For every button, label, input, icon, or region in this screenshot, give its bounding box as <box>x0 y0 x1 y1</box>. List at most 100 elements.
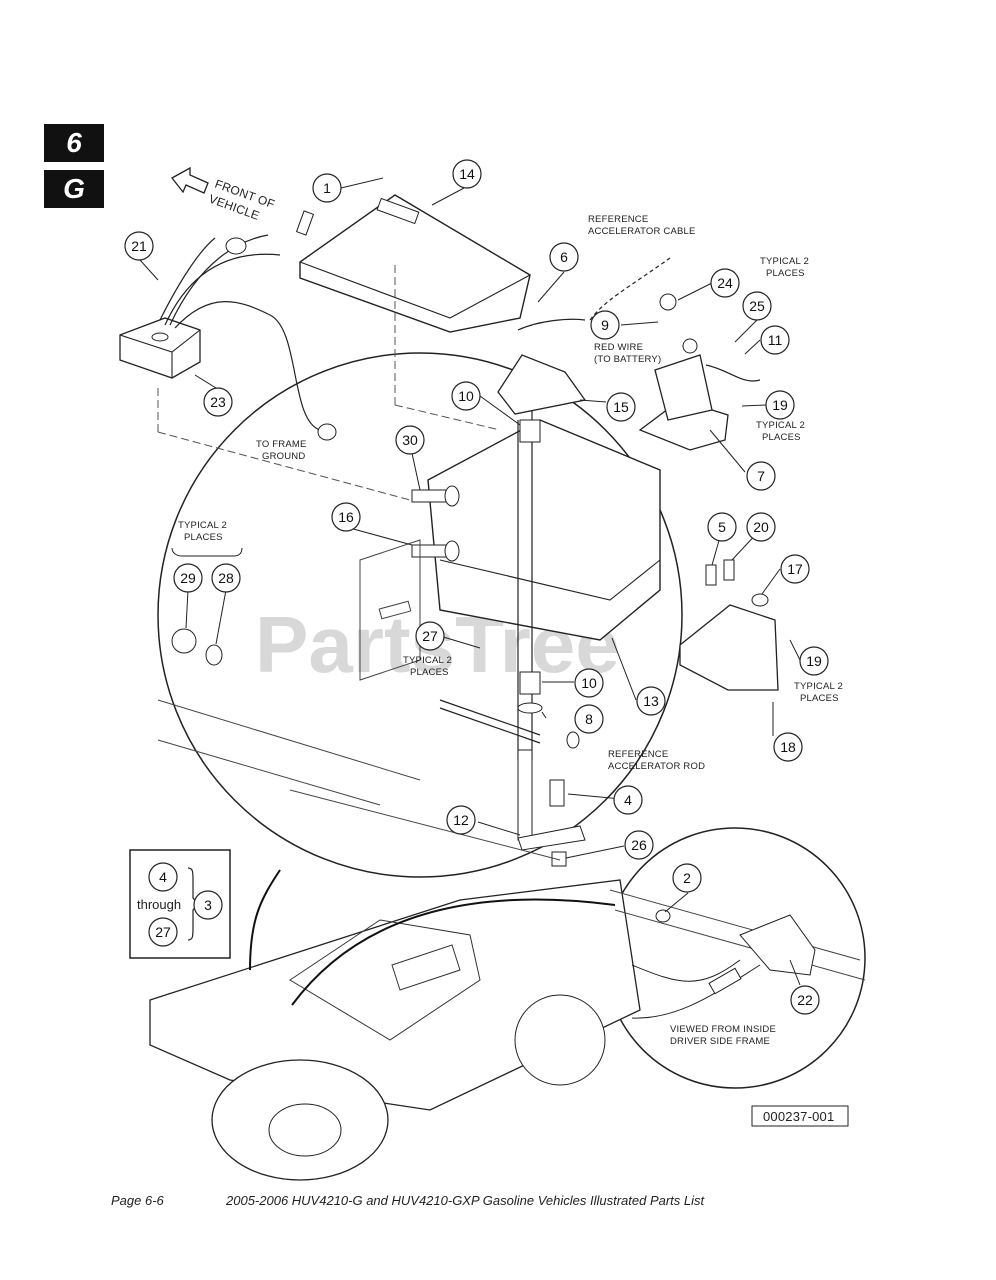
callout-number: 25 <box>749 298 765 314</box>
callout-number: 10 <box>458 388 474 404</box>
frame-ground-1: TO FRAME <box>256 439 307 450</box>
typ-1b: PLACES <box>766 268 805 279</box>
callout-number: 22 <box>797 992 813 1008</box>
callout-circle <box>613 785 643 815</box>
callout-number: 4 <box>624 792 632 808</box>
bracket-13 <box>427 395 661 760</box>
callout-number: 24 <box>717 275 733 291</box>
bushing-29 <box>171 628 197 654</box>
callout-circle <box>173 563 203 593</box>
callout-circle <box>710 268 740 298</box>
callout-circle <box>760 325 790 355</box>
callout-number: 17 <box>787 561 803 577</box>
callout-circle <box>672 863 702 893</box>
ref-rod-1: REFERENCE <box>608 749 668 760</box>
leader-lines <box>139 177 801 986</box>
typ-3a: TYPICAL 2 <box>178 520 227 531</box>
typ-4a: TYPICAL 2 <box>403 655 452 666</box>
typ-5a: TYPICAL 2 <box>794 681 843 692</box>
callout-number: 27 <box>155 924 171 940</box>
callout-number: 6 <box>560 249 568 265</box>
callout-number: 11 <box>768 332 783 348</box>
typ-2a: TYPICAL 2 <box>756 420 805 431</box>
detail-circle <box>157 352 683 878</box>
callout-circle <box>765 390 795 420</box>
callout-number: 15 <box>613 399 629 415</box>
callout-number: 8 <box>585 711 593 727</box>
viewed-inside-2: DRIVER SIDE FRAME <box>670 1036 770 1047</box>
figure-id-box <box>751 1105 849 1127</box>
frame-ground-2: GROUND <box>262 451 305 462</box>
callout-number: 5 <box>718 519 726 535</box>
callout-number: 18 <box>780 739 796 755</box>
ref-cable-1: REFERENCE <box>588 214 648 225</box>
footer-title: 2005-2006 HUV4210-G and HUV4210-GXP Gaso… <box>226 1193 705 1208</box>
callout-number: 28 <box>218 570 234 586</box>
switch-7 <box>638 293 761 451</box>
sector-15 <box>497 257 671 415</box>
typ-3b: PLACES <box>184 532 223 543</box>
callout-circle <box>707 512 737 542</box>
callout-circle <box>452 159 482 189</box>
callout-circle <box>549 242 579 272</box>
callout-number: 19 <box>772 397 788 413</box>
section-number-tab: 6 <box>44 124 104 162</box>
callout-circle <box>773 732 803 762</box>
callout-number: 2 <box>683 870 691 886</box>
callout-circle <box>790 985 820 1015</box>
frame-lines <box>157 539 561 861</box>
callout-circle <box>331 502 361 532</box>
callout-circle <box>148 917 178 947</box>
callout-circle <box>395 425 425 455</box>
callout-circle <box>780 554 810 584</box>
fuse-block-18 <box>679 559 779 736</box>
callout-number: 3 <box>204 897 212 913</box>
callout-circle <box>746 461 776 491</box>
viewed-inside-1: VIEWED FROM INSIDE <box>670 1024 776 1035</box>
callout-number: 21 <box>131 238 147 254</box>
cover-14 <box>299 194 531 431</box>
vehicle-illustration <box>149 869 641 1181</box>
typ-1a: TYPICAL 2 <box>760 256 809 267</box>
inset-circle <box>604 827 866 1089</box>
callout-number: 13 <box>643 693 659 709</box>
callout-number: 30 <box>402 432 418 448</box>
callout-circle <box>312 173 342 203</box>
callout-number: 23 <box>210 394 226 410</box>
callout-circle <box>211 563 241 593</box>
typ-3-bracket <box>171 547 243 557</box>
callout-number: 1 <box>323 180 331 196</box>
callout-circle <box>799 646 829 676</box>
callout-circle <box>451 381 481 411</box>
ref-rod-2: ACCELERATOR ROD <box>608 761 705 772</box>
callout-number: 9 <box>601 317 609 333</box>
callout-circle <box>574 668 604 698</box>
callout-number: 14 <box>459 166 475 182</box>
callout-number: 29 <box>180 570 196 586</box>
typ-4b: PLACES <box>410 667 449 678</box>
callout-circle <box>636 686 666 716</box>
ref-cable-2: ACCELERATOR CABLE <box>588 226 696 237</box>
red-wire-2: (TO BATTERY) <box>594 354 661 365</box>
callout-circle <box>590 310 620 340</box>
typ-2b: PLACES <box>762 432 801 443</box>
callout-circle <box>203 387 233 417</box>
callout-circle <box>148 862 178 892</box>
callout-circle <box>193 890 223 920</box>
callout-number: 20 <box>753 519 769 535</box>
callout-circle <box>624 830 654 860</box>
footer-page-number: Page 6-6 <box>111 1193 164 1208</box>
bolt-16 <box>411 540 460 562</box>
section-letter-tab: G <box>44 170 104 208</box>
inset-harness <box>609 889 866 1019</box>
callout-circle <box>746 512 776 542</box>
callout-number: 7 <box>757 468 765 484</box>
callout-circle <box>742 291 772 321</box>
callout-circle <box>446 805 476 835</box>
callout-circle <box>606 392 636 422</box>
red-wire-1: RED WIRE <box>594 342 643 353</box>
module-23 <box>119 210 411 501</box>
callout-number: 26 <box>631 837 647 853</box>
